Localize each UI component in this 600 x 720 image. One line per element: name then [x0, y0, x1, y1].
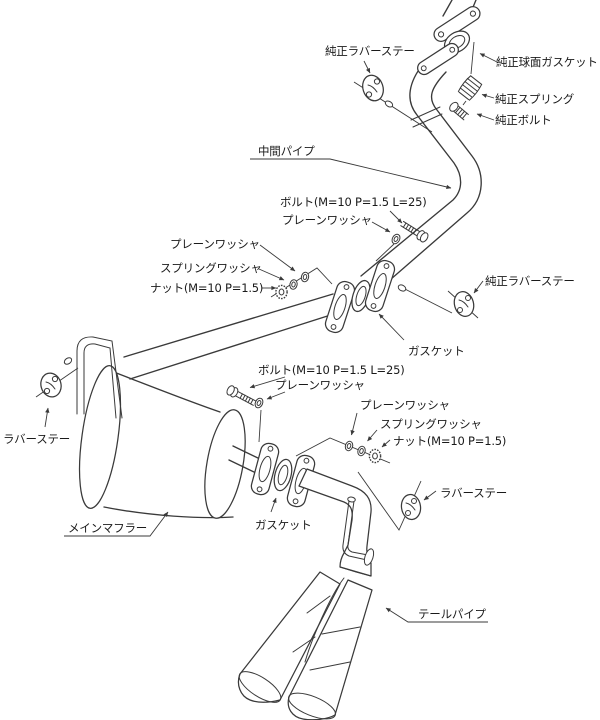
leader-spring-washer-1	[258, 268, 285, 281]
leader-oem-bolt	[476, 113, 495, 121]
leader-plain-washer-4	[350, 412, 358, 436]
label-oem-rubber-stay-top: 純正ラバーステー	[325, 44, 415, 58]
rubber-stay-left	[40, 372, 62, 398]
label-plain-washer-3: プレーンワッシャ	[275, 378, 365, 392]
label-plain-washer-2: プレーンワッシャ	[170, 237, 260, 251]
tail-hanger-rod	[342, 496, 375, 566]
mid-flange-rear	[364, 259, 396, 313]
rubber-stay-right	[357, 471, 422, 531]
label-gasket-1: ガスケット	[408, 344, 465, 358]
leader-gasket-1	[378, 313, 405, 341]
leader-bolt-2	[249, 376, 286, 389]
label-plain-washer-4: プレーンワッシャ	[360, 398, 450, 412]
oem-bolt	[449, 101, 469, 121]
leader-tail-pipe	[385, 607, 488, 623]
label-intermediate-pipe: 中間パイプ	[258, 144, 315, 158]
front-pipe-flange-lower	[417, 42, 459, 76]
leader-oem-spring	[481, 93, 495, 99]
oem-rubber-stay-top	[353, 74, 433, 133]
leader-oem-rubber-stay-top	[363, 60, 371, 74]
leader-rubber-stay-right	[423, 490, 437, 501]
labels: 純正ラバーステー 純正球面ガスケット 純正スプリング 純正ボルト 中間パイプ ボ…	[3, 44, 598, 621]
label-bolt-spec-2: ボルト(M=10 P=1.5 L=25)	[258, 363, 405, 377]
label-main-muffler: メインマフラー	[68, 521, 147, 535]
oem-rubber-stay-right	[397, 284, 479, 319]
oem-spring	[457, 41, 483, 106]
tail-bolt-assembly	[226, 385, 264, 443]
label-tail-pipe: テールパイプ	[418, 607, 486, 621]
leader-oem-rubber-stay-right	[473, 280, 484, 294]
label-oem-bolt: 純正ボルト	[495, 113, 552, 127]
label-oem-rubber-stay-right: 純正ラバーステー	[485, 274, 575, 288]
leader-rubber-stay-left	[44, 407, 50, 428]
muffler-outlet-pipe	[228, 445, 261, 474]
mid-bolt-assembly	[375, 220, 429, 262]
label-plain-washer-1: プレーンワッシャ	[282, 213, 372, 227]
label-nut-2: ナット(M=10 P=1.5)	[393, 434, 506, 448]
tail-gasket	[273, 458, 293, 492]
leader-plain-washer-1	[371, 221, 391, 233]
leader-gasket-2	[270, 497, 277, 513]
leader-nut-2	[381, 439, 391, 448]
label-spring-washer-1: スプリングワッシャ	[160, 261, 262, 275]
main-muffler-body	[78, 365, 246, 519]
label-spherical-gasket: 純正球面ガスケット	[496, 55, 598, 69]
label-oem-spring: 純正スプリング	[495, 92, 575, 106]
leader-spring-washer-2	[367, 429, 378, 442]
leader-plain-washer-3	[266, 391, 286, 400]
mid-flange-front	[324, 280, 356, 334]
muffler-inlet-pipe	[123, 293, 341, 380]
label-rubber-stay-left: ラバーステー	[3, 432, 70, 446]
leader-spherical-gasket	[479, 53, 498, 63]
leader-plain-washer-2	[259, 244, 296, 272]
mid-fastener-group	[270, 267, 333, 300]
leader-lines	[44, 53, 498, 623]
tail-pipe-tips	[237, 566, 373, 720]
label-nut-1: ナット(M=10 P=1.5)	[150, 281, 263, 295]
label-spring-washer-2: スプリングワッシャ	[380, 417, 482, 431]
label-bolt-spec-1: ボルト(M=10 P=1.5 L=25)	[280, 195, 427, 209]
leader-intermediate-pipe	[250, 158, 452, 190]
intermediate-pipe	[360, 63, 482, 294]
leader-bolt-1	[389, 210, 403, 224]
front-pipe-flange-upper	[433, 6, 481, 42]
tail-flange-front	[250, 442, 280, 496]
tail-fastener-group	[295, 437, 391, 464]
leader-main-muffler	[64, 511, 169, 537]
label-gasket-2: ガスケット	[255, 518, 312, 532]
label-rubber-stay-right: ラバーステー	[440, 486, 507, 500]
